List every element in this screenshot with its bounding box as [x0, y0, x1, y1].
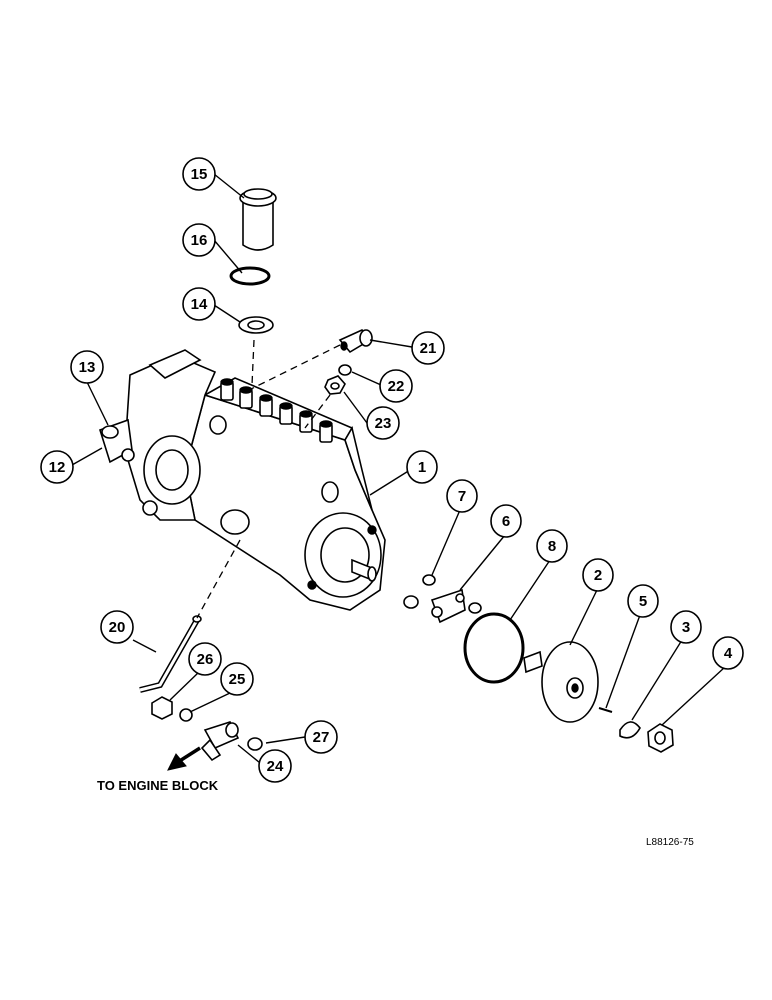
injection-pump-body — [124, 349, 386, 611]
svg-text:3: 3 — [682, 619, 690, 636]
seal-washer-14 — [238, 316, 274, 334]
banjo-fitting-21 — [338, 329, 373, 354]
governor-lever — [99, 418, 135, 464]
callout-14: 14 — [182, 287, 216, 321]
nut-26 — [151, 696, 173, 720]
plate-6 — [430, 588, 482, 624]
svg-text:23: 23 — [375, 415, 392, 432]
filter-cap — [239, 188, 277, 251]
svg-text:7: 7 — [458, 488, 466, 505]
callout-7: 7 — [446, 479, 478, 513]
callout-25: 25 — [220, 662, 254, 696]
svg-text:16: 16 — [191, 232, 208, 249]
callout-24: 24 — [258, 749, 292, 783]
svg-text:12: 12 — [49, 459, 66, 476]
svg-text:14: 14 — [191, 296, 208, 313]
sleeve — [523, 650, 543, 674]
callout-2: 2 — [582, 558, 614, 592]
svg-text:21: 21 — [420, 340, 437, 357]
ferrule-25 — [179, 708, 193, 722]
callout-22: 22 — [379, 369, 413, 403]
callout-1: 1 — [406, 450, 438, 484]
engine-block-note: TO ENGINE BLOCK — [97, 778, 219, 793]
svg-text:13: 13 — [79, 359, 96, 376]
assembly-line-tube — [196, 539, 241, 619]
tee-fitting-24 — [200, 721, 240, 762]
svg-text:6: 6 — [502, 513, 510, 530]
callout-4: 4 — [712, 636, 744, 670]
o-ring-8 — [463, 612, 525, 684]
bushing-7 — [403, 574, 436, 609]
svg-text:20: 20 — [109, 619, 126, 636]
callout-13: 13 — [70, 350, 104, 384]
callout-26: 26 — [188, 642, 222, 676]
leader-lines — [71, 173, 726, 768]
callout-15: 15 — [182, 157, 216, 191]
svg-text:4: 4 — [724, 645, 733, 662]
delivery-valve-holders — [220, 378, 333, 443]
svg-text:2: 2 — [594, 567, 602, 584]
svg-text:5: 5 — [639, 593, 647, 610]
callout-5: 5 — [627, 584, 659, 618]
assembly-line-nut — [304, 394, 331, 429]
callout-16: 16 — [182, 223, 216, 257]
pin-5 — [598, 707, 613, 713]
o-ring-16 — [229, 266, 271, 286]
drive-hub-2 — [541, 641, 599, 723]
nut-4 — [647, 723, 674, 753]
svg-text:22: 22 — [388, 378, 405, 395]
callout-3: 3 — [670, 610, 702, 644]
svg-text:1: 1 — [418, 459, 426, 476]
assembly-line-top — [251, 339, 255, 386]
callout-20: 20 — [100, 610, 134, 644]
svg-text:25: 25 — [229, 671, 246, 688]
callout-27: 27 — [304, 720, 338, 754]
return-tube-20 — [139, 615, 202, 693]
svg-text:24: 24 — [267, 758, 284, 775]
callout-8: 8 — [536, 529, 568, 563]
callout-6: 6 — [490, 504, 522, 538]
svg-text:15: 15 — [191, 166, 208, 183]
lock-washer-3 — [619, 721, 641, 739]
reference-code: L88126-75 — [646, 837, 694, 848]
svg-text:26: 26 — [197, 651, 214, 668]
callout-12: 12 — [40, 450, 74, 484]
svg-text:8: 8 — [548, 538, 556, 555]
assembly-line-fittings — [244, 344, 341, 393]
engine-block-arrow-icon — [167, 746, 201, 771]
nut-23 — [324, 375, 346, 395]
callout-21: 21 — [411, 331, 445, 365]
washer-22 — [338, 364, 352, 376]
callout-23: 23 — [366, 406, 400, 440]
plug-27 — [247, 737, 263, 751]
svg-text:27: 27 — [313, 729, 330, 746]
